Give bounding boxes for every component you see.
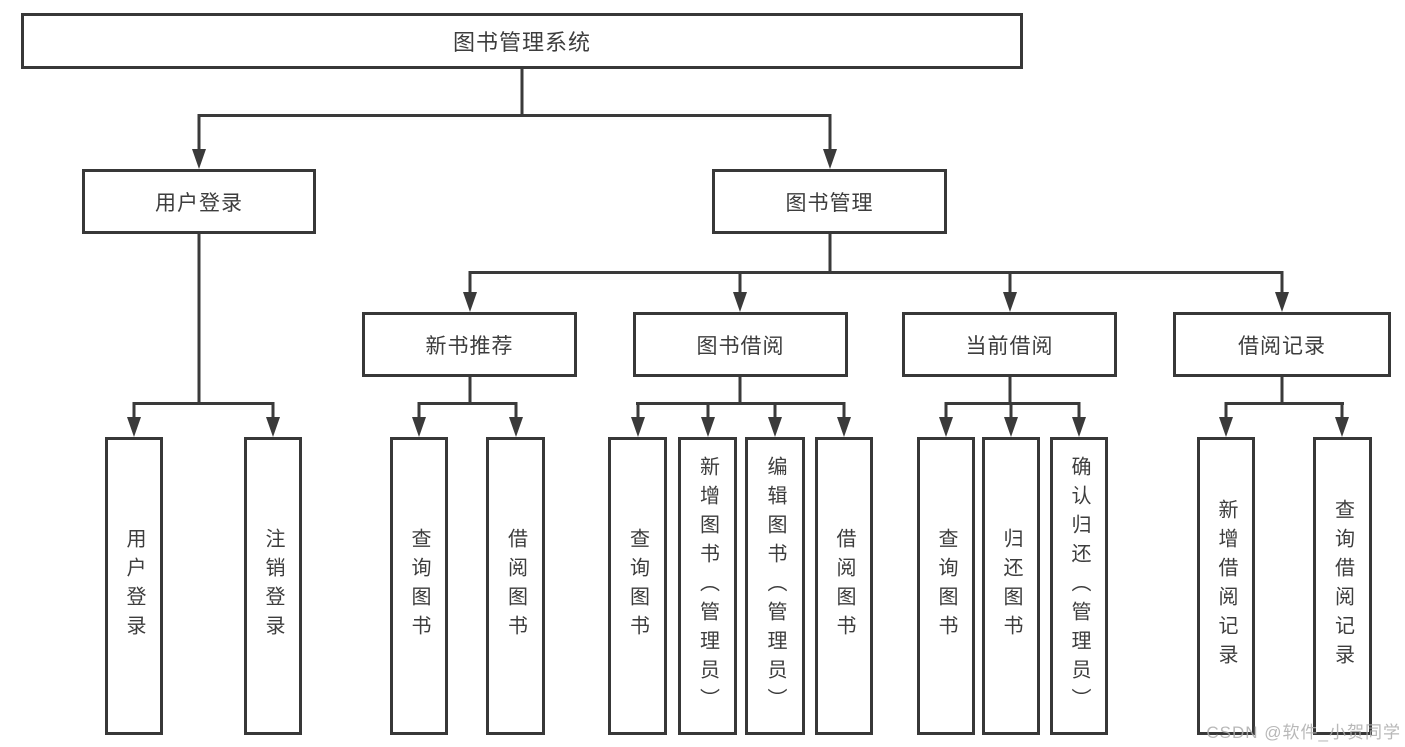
leaf-query-book-borrow-label: 查询图书	[626, 528, 649, 644]
leaf-borrow-book-borrow-label: 借阅图书	[833, 528, 855, 644]
node-book-management-label: 图书管理	[785, 191, 874, 215]
node-new-book-recommend-label: 新书推荐	[425, 334, 514, 358]
leaf-user-login-label: 用户登录	[123, 528, 145, 644]
leaf-add-borrow-record-label: 新增借阅记录	[1215, 499, 1237, 673]
leaf-query-book-current: 查询图书	[917, 437, 975, 735]
leaf-borrow-book-recommend: 借阅图书	[486, 437, 545, 735]
node-borrow-record-label: 借阅记录	[1238, 334, 1326, 358]
leaf-confirm-return-admin: 确认归还（管理员）	[1050, 437, 1108, 735]
node-book-borrow-label: 图书借阅	[696, 334, 785, 358]
leaf-query-book-recommend-label: 查询图书	[408, 528, 430, 644]
leaf-add-borrow-record: 新增借阅记录	[1197, 437, 1255, 735]
watermark: CSDN @软件_小贺同学	[1206, 723, 1401, 742]
leaf-query-borrow-record: 查询借阅记录	[1313, 437, 1372, 735]
node-book-borrow: 图书借阅	[633, 312, 848, 377]
leaf-return-book: 归还图书	[982, 437, 1040, 735]
arrowheads	[127, 149, 1349, 437]
leaf-add-book-admin-label: 新增图书（管理员）	[696, 455, 719, 717]
node-book-management: 图书管理	[712, 169, 947, 234]
leaf-user-login: 用户登录	[105, 437, 163, 735]
leaf-query-borrow-record-label: 查询借阅记录	[1331, 499, 1354, 673]
node-root-label: 图书管理系统	[452, 30, 591, 55]
leaf-query-book-current-label: 查询图书	[935, 528, 957, 644]
leaf-query-book-borrow: 查询图书	[608, 437, 667, 735]
leaf-borrow-book-borrow: 借阅图书	[815, 437, 873, 735]
leaf-return-book-label: 归还图书	[1000, 528, 1022, 644]
leaf-query-book-recommend: 查询图书	[390, 437, 448, 735]
leaf-logout: 注销登录	[244, 437, 302, 735]
node-user-login-label: 用户登录	[155, 191, 243, 215]
leaf-logout-label: 注销登录	[262, 528, 284, 644]
node-root: 图书管理系统	[21, 13, 1023, 69]
node-borrow-record: 借阅记录	[1173, 312, 1391, 377]
node-new-book-recommend: 新书推荐	[362, 312, 577, 377]
leaf-edit-book-admin-label: 编辑图书（管理员）	[764, 455, 786, 717]
leaf-borrow-book-recommend-label: 借阅图书	[504, 528, 527, 644]
leaf-edit-book-admin: 编辑图书（管理员）	[745, 437, 805, 735]
node-current-borrow-label: 当前借阅	[965, 334, 1054, 358]
node-current-borrow: 当前借阅	[902, 312, 1117, 377]
leaf-add-book-admin: 新增图书（管理员）	[678, 437, 737, 735]
leaf-confirm-return-admin-label: 确认归还（管理员）	[1068, 455, 1090, 717]
node-user-login: 用户登录	[82, 169, 316, 234]
